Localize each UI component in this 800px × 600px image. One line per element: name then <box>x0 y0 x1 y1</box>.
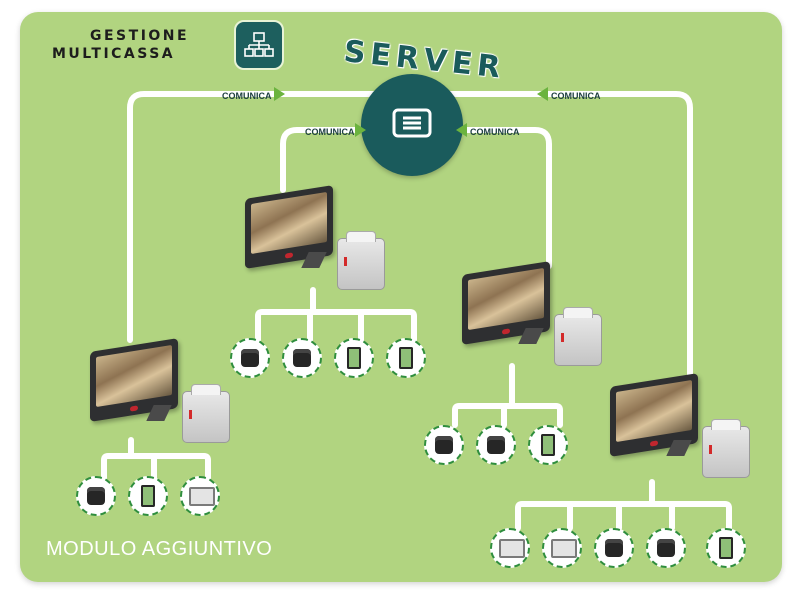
receipt-printer-icon[interactable] <box>646 528 686 568</box>
arrow-left-icon <box>456 123 467 137</box>
link-label-outer-left: COMUNICA <box>222 91 272 101</box>
receipt-printer-icon[interactable] <box>230 338 270 378</box>
tablet-icon[interactable] <box>334 338 374 378</box>
receipt-printer-icon[interactable] <box>424 425 464 465</box>
receipt-printer-icon[interactable] <box>476 425 516 465</box>
tablet-icon[interactable] <box>128 476 168 516</box>
tablet-icon[interactable] <box>528 425 568 465</box>
server-node[interactable] <box>361 74 463 176</box>
pos-monitor-icon[interactable] <box>542 528 582 568</box>
logo-title-line1: GESTIONE <box>90 28 190 44</box>
tablet-icon[interactable] <box>386 338 426 378</box>
link-label-inner-right: COMUNICA <box>470 127 520 137</box>
server-list-icon <box>392 108 432 143</box>
arrow-right-icon <box>274 87 285 101</box>
receipt-printer-icon[interactable] <box>282 338 322 378</box>
receipt-printer <box>554 307 602 366</box>
wire-station-4 <box>515 479 732 531</box>
network-tree-icon <box>234 20 284 70</box>
link-label-inner-left: COMUNICA <box>305 127 355 137</box>
receipt-printer <box>182 384 230 443</box>
wire-station-3 <box>452 363 563 428</box>
wire-station-1 <box>101 437 211 481</box>
footer-label: MODULO AGGIUNTIVO <box>46 538 273 560</box>
arrow-left-icon <box>537 87 548 101</box>
receipt-printer <box>702 419 750 478</box>
link-label-outer-right: COMUNICA <box>551 91 601 101</box>
receipt-printer-icon[interactable] <box>594 528 634 568</box>
receipt-printer-icon[interactable] <box>76 476 116 516</box>
arrow-right-icon <box>355 123 366 137</box>
receipt-printer <box>337 231 385 290</box>
logo-title-line2: MULTICASSA <box>52 46 176 62</box>
pos-monitor-icon[interactable] <box>490 528 530 568</box>
pos-monitor-icon[interactable] <box>180 476 220 516</box>
wire-station-2 <box>255 287 417 343</box>
tablet-icon[interactable] <box>706 528 746 568</box>
